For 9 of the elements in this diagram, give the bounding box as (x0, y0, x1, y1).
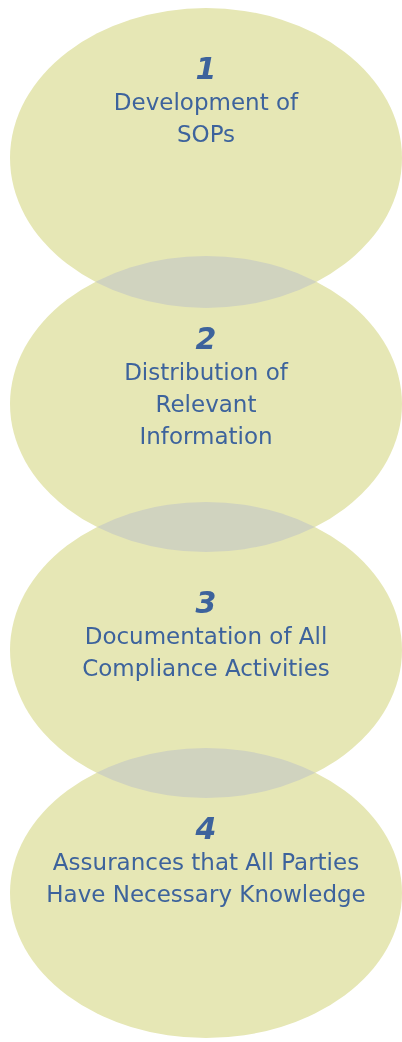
step-label: Development of SOPs (112, 88, 300, 149)
step-number: 2 (195, 322, 217, 356)
step-label: Documentation of All Compliance Activities (81, 622, 331, 683)
step-label: Assurances that All Parties Have Necessary Knowledge (45, 848, 367, 909)
ellipse-shape (10, 748, 402, 1038)
step-label: Distribution of Relevant Information (123, 358, 290, 451)
step-number: 3 (195, 586, 217, 620)
step-number: 4 (195, 812, 217, 846)
step-number: 1 (195, 52, 217, 86)
